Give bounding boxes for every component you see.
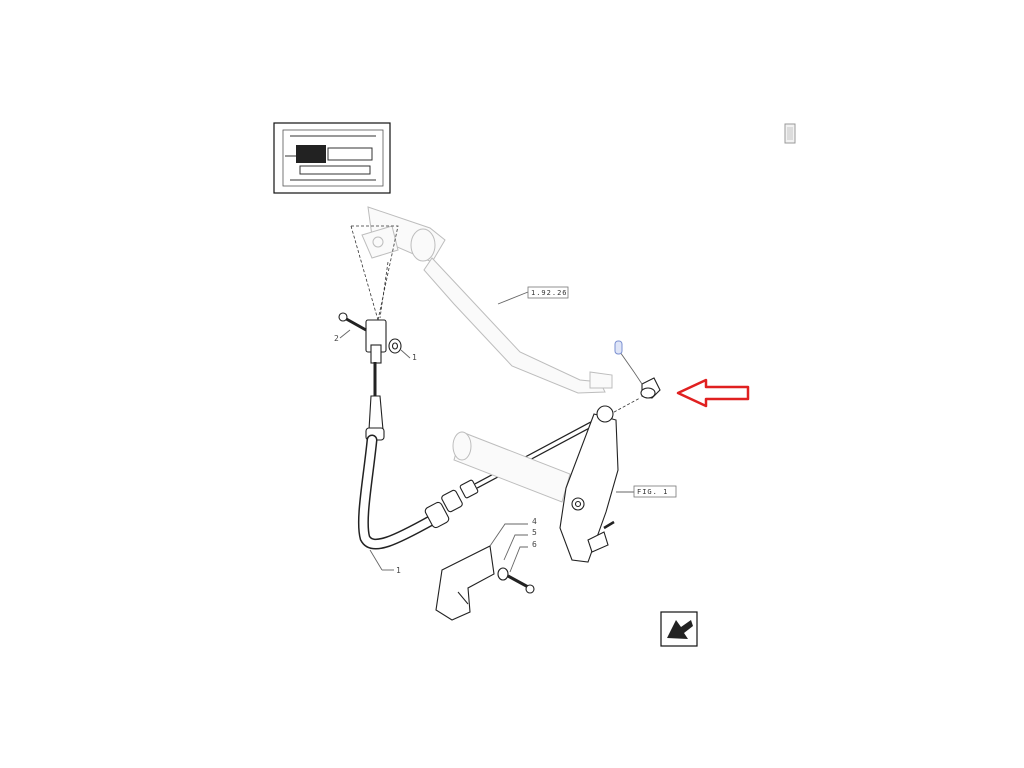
seal-ring-icon[interactable] xyxy=(614,340,643,385)
bracket-low-callout: 6 xyxy=(532,540,537,549)
scroll-handle-icon[interactable] xyxy=(784,123,796,144)
figure-reference-label: FIG. 1 xyxy=(616,485,677,498)
washer-callout: 1 xyxy=(412,353,417,362)
rubber-cap[interactable] xyxy=(640,377,661,399)
clevis-assembly[interactable]: 2 1 xyxy=(334,312,417,364)
clutch-pedal-ghost xyxy=(361,206,613,394)
red-pointer-arrow-icon xyxy=(676,378,750,408)
bolt-callout: 2 xyxy=(334,334,339,343)
cable-callout: 1 xyxy=(396,566,401,575)
cross-shaft-ghost xyxy=(452,431,571,503)
next-page-arrow-icon[interactable] xyxy=(660,611,698,647)
pedal-reference-text: 1.92.26 xyxy=(531,289,568,297)
lower-bracket[interactable]: 4 5 6 xyxy=(435,517,537,621)
bracket-upper-callout: 4 xyxy=(532,517,537,526)
support-plate[interactable] xyxy=(559,405,619,563)
pedal-reference-label: 1.92.26 xyxy=(497,286,569,305)
figure-reference-text: FIG. 1 xyxy=(637,488,668,496)
bracket-mid-callout: 5 xyxy=(532,528,537,537)
exploded-leader-lines xyxy=(350,225,399,321)
transmission-thumbnail-icon[interactable] xyxy=(273,122,391,194)
